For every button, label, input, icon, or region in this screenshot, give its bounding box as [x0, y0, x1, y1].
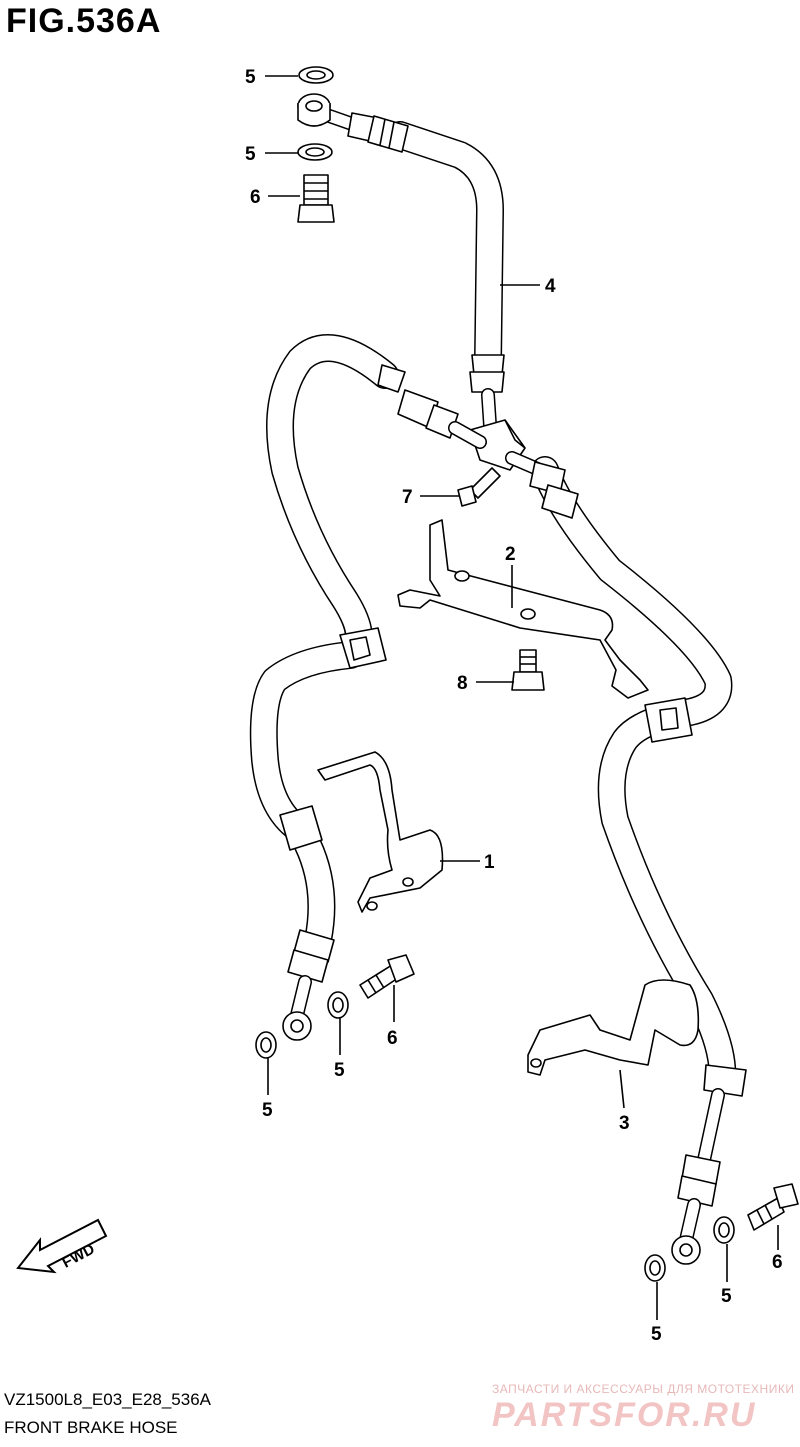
callout-5: 5 [262, 1100, 273, 1121]
callout-1: 1 [484, 852, 495, 873]
union-bolt-right [747, 1183, 799, 1231]
watermark-logo: PARTSFOR.RU [492, 1396, 757, 1434]
callout-7: 7 [402, 487, 413, 508]
callout-2: 2 [505, 544, 516, 565]
right-brake-hose [505, 451, 747, 1265]
callout-6: 6 [772, 1252, 783, 1273]
washer-right-2 [644, 1254, 666, 1282]
bracket-3 [527, 979, 700, 1076]
figure-title: FIG.536A [6, 2, 162, 40]
callouts: 5 5 6 4 7 2 8 1 6 5 5 3 6 5 5 [245, 67, 783, 1345]
bracket-2 [397, 519, 649, 699]
callout-5: 5 [334, 1060, 345, 1081]
left-brake-hose [249, 334, 487, 1041]
callout-5: 5 [721, 1286, 732, 1307]
washer-left-2 [255, 1031, 277, 1059]
union-bolt-left [359, 954, 415, 999]
washer-right-1 [713, 1216, 735, 1244]
washer-top-1 [298, 66, 334, 84]
callout-6: 6 [387, 1028, 398, 1049]
callout-5: 5 [245, 67, 256, 88]
callout-3: 3 [619, 1113, 630, 1134]
washer-top-2 [297, 143, 333, 161]
washer-left-1 [327, 991, 349, 1019]
callout-5: 5 [245, 144, 256, 165]
leader-lines [265, 75, 779, 1320]
bracket-1 [317, 751, 444, 913]
upper-brake-hose [297, 93, 505, 432]
bolt-8 [511, 649, 545, 691]
figure-name: FRONT BRAKE HOSE [4, 1418, 178, 1437]
callout-4: 4 [545, 276, 556, 297]
callout-8: 8 [457, 673, 468, 694]
union-bolt-top [297, 174, 335, 223]
callout-5: 5 [651, 1324, 662, 1345]
watermark-tagline: ЗАПЧАСТИ И АКСЕССУАРЫ ДЛЯ МОТОТЕХНИКИ [492, 1382, 795, 1396]
fwd-arrow-icon: FWD [16, 1218, 108, 1274]
figure-code: VZ1500L8_E03_E28_536A [4, 1390, 212, 1409]
bolt-7 [457, 467, 501, 507]
callout-6: 6 [250, 187, 261, 208]
